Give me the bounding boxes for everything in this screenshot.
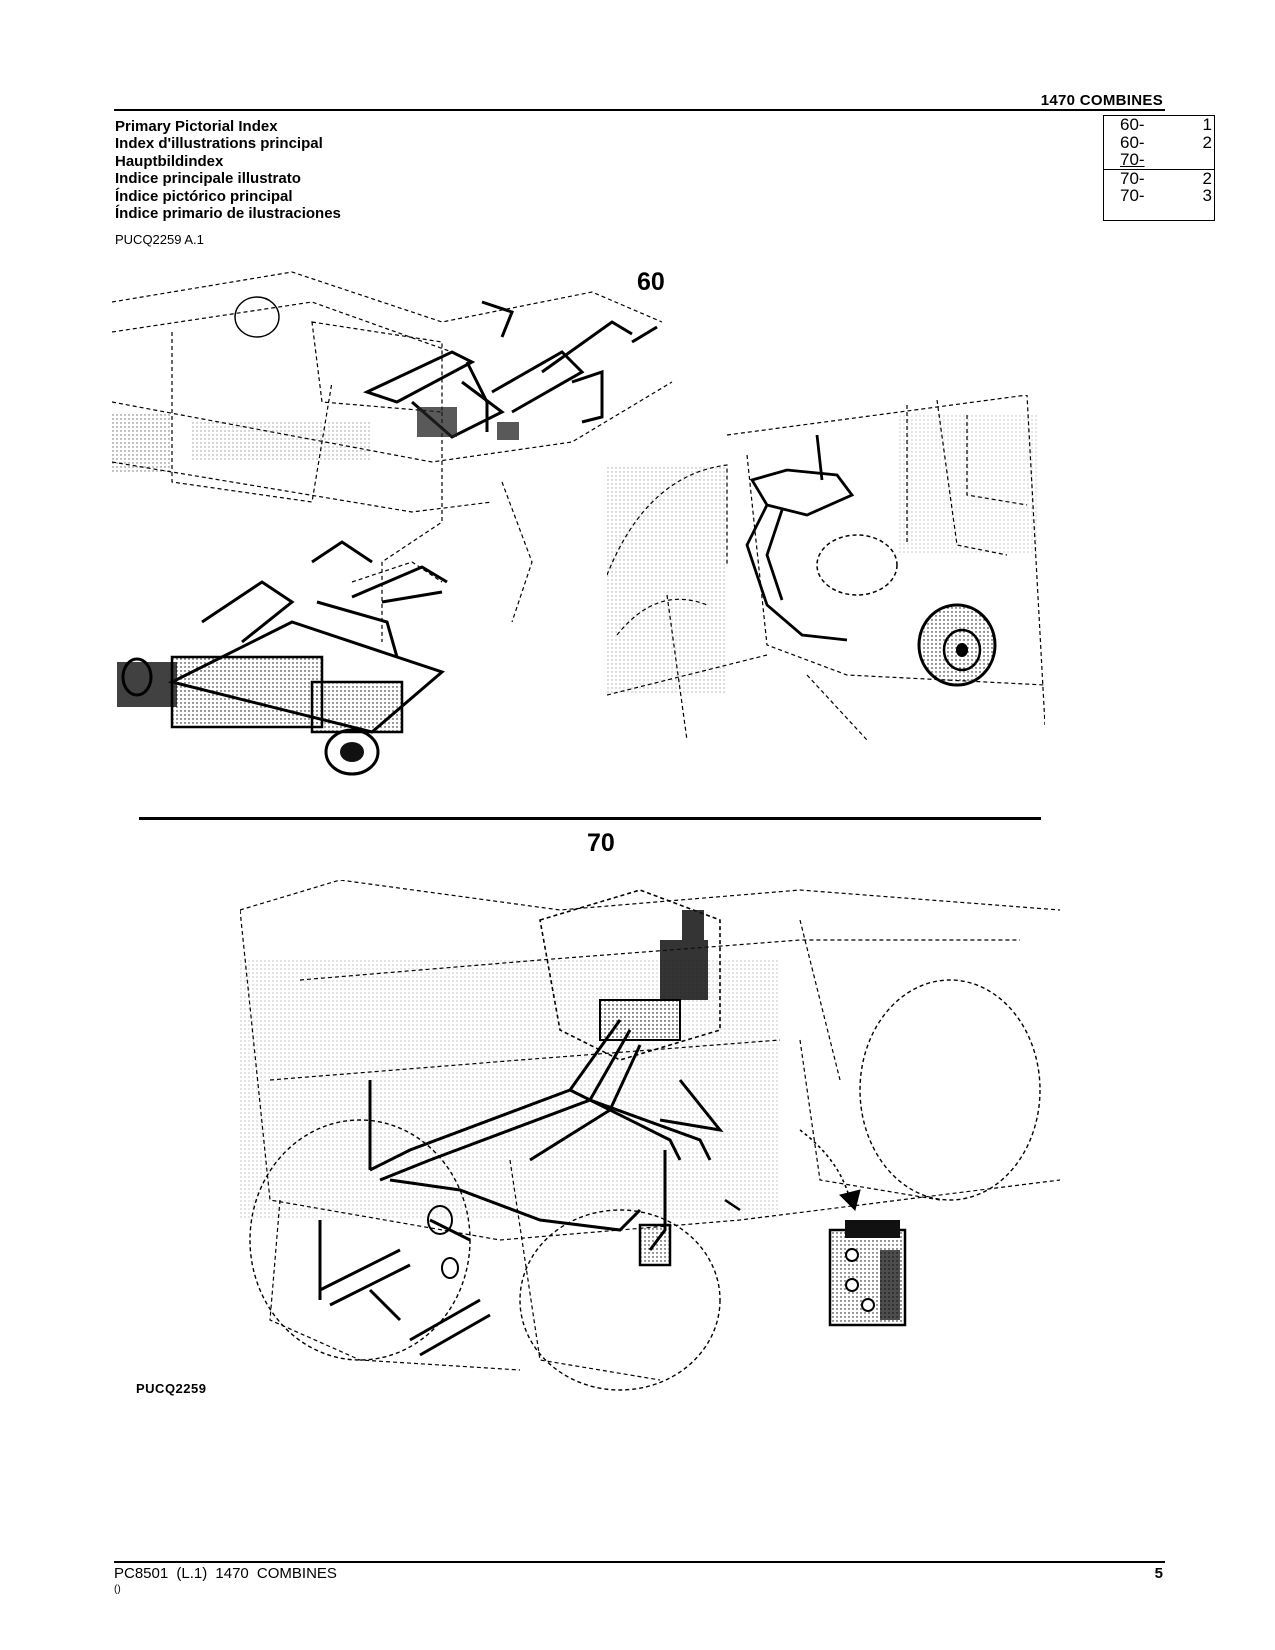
index-page: 3 xyxy=(1202,186,1212,205)
section-70-label: 70 xyxy=(587,829,615,857)
page-number: 5 xyxy=(1154,1565,1163,1582)
footer-sub-text: () xyxy=(114,1584,121,1595)
title-es: Índice primario de ilustraciones xyxy=(115,205,341,223)
index-page: 2 xyxy=(1202,132,1212,152)
title-it: Indice principale illustrato xyxy=(115,170,301,188)
section-index-table: 60- 1 60- 2 70- 70- 2 70- 3 xyxy=(1103,115,1215,221)
index-row[interactable]: 70- 2 xyxy=(1104,168,1214,188)
index-row[interactable]: 60- 1 xyxy=(1104,116,1214,134)
footer-document-info: PC8501 (L.1) 1470 COMBINES xyxy=(114,1565,337,1582)
header-rule xyxy=(114,109,1165,111)
combine-hydraulic-lines-illustration[interactable] xyxy=(240,880,1060,1400)
index-row[interactable]: 70- xyxy=(1104,151,1214,169)
index-section: 60- xyxy=(1120,115,1145,134)
title-en: Primary Pictorial Index xyxy=(115,118,278,135)
front-axle-mount-illustration[interactable] xyxy=(112,262,732,792)
title-de: Hauptbildindex xyxy=(115,152,224,170)
reference-code: PUCQ2259 A.1 xyxy=(115,232,204,247)
section-60-label: 60 xyxy=(637,268,665,296)
title-pt: Índice pictórico principal xyxy=(115,187,293,205)
footer-rule xyxy=(114,1561,1165,1563)
title-fr: Index d'illustrations principal xyxy=(115,135,323,153)
index-titles: Primary Pictorial Index Index d'illustra… xyxy=(115,118,341,222)
index-section: 70- xyxy=(1120,168,1145,188)
figure-identifier: PUCQ2259 xyxy=(136,1381,207,1396)
page-header-title: 1470 COMBINES xyxy=(1040,92,1163,109)
index-row[interactable]: 70- 3 xyxy=(1104,187,1214,205)
index-section: 70- xyxy=(1120,186,1145,205)
index-section: 60- xyxy=(1120,132,1145,152)
index-row[interactable]: 60- 2 xyxy=(1104,132,1214,152)
index-page: 2 xyxy=(1202,168,1212,188)
index-section: 70- xyxy=(1120,150,1145,169)
rear-axle-hydraulics-illustration[interactable] xyxy=(607,395,1045,740)
section-divider xyxy=(139,817,1041,820)
index-page: 1 xyxy=(1202,115,1212,134)
